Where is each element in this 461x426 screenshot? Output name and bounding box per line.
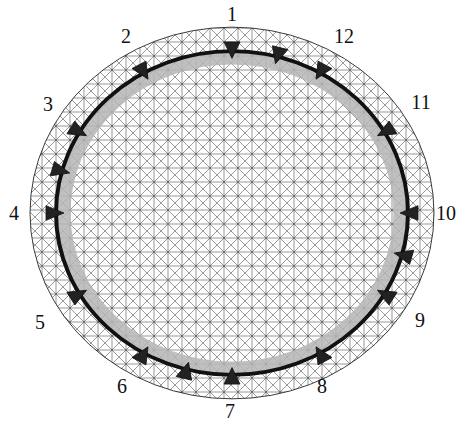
callout-number: 7	[225, 400, 235, 422]
callout-number: 12	[334, 25, 354, 47]
callout-number: 4	[9, 202, 19, 224]
callout-number: 9	[415, 309, 425, 331]
callout-number: 10	[436, 202, 456, 224]
callout-number: 2	[121, 25, 131, 47]
callout-number: 3	[43, 93, 53, 115]
callout-number: 5	[35, 311, 45, 333]
callout-number: 11	[411, 91, 430, 113]
callout-number: 8	[317, 375, 327, 397]
callout-number: 6	[117, 375, 127, 397]
callout-number: 1	[227, 3, 237, 25]
